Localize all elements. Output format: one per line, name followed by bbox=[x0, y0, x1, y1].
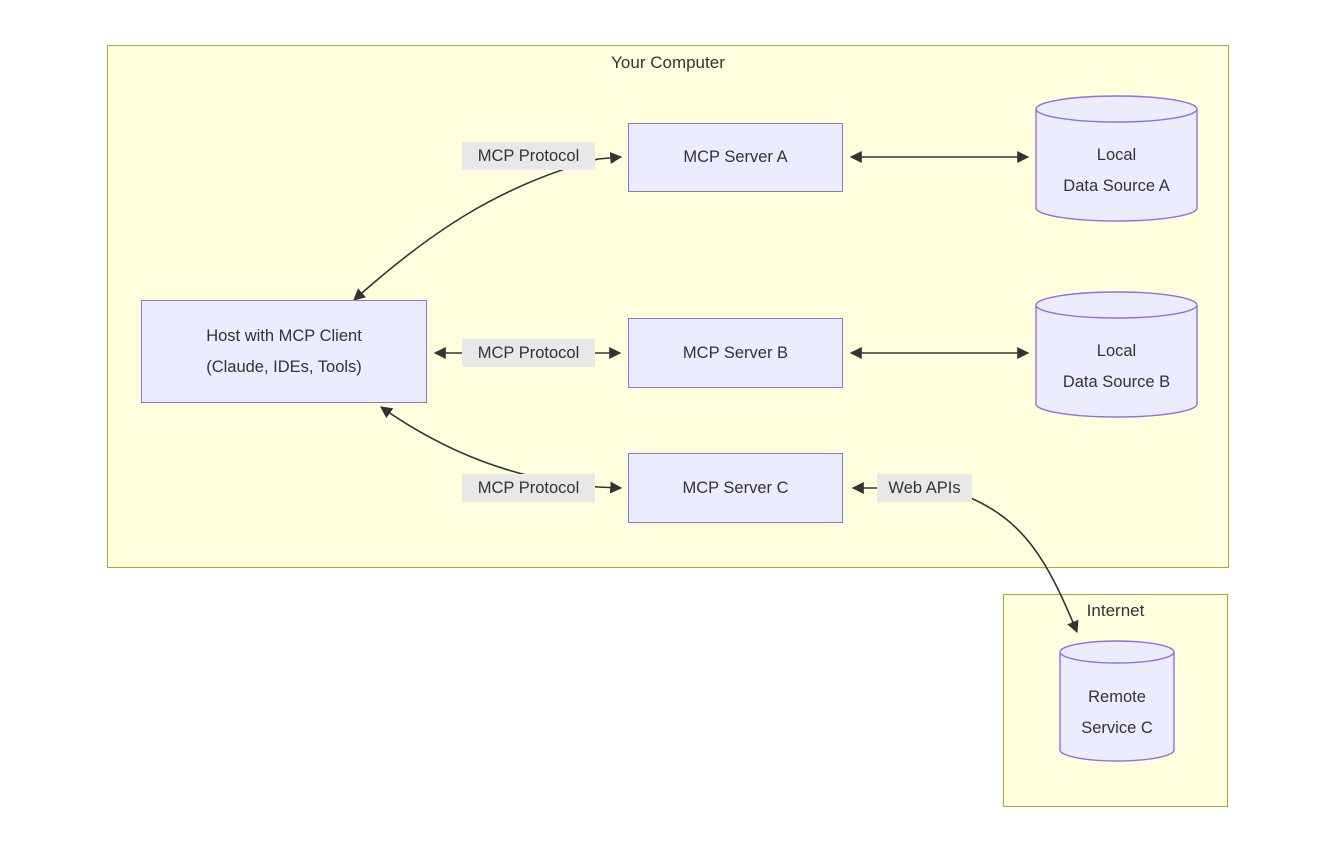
local-data-source-b-node: Local Data Source B bbox=[1035, 291, 1198, 418]
mcp-server-b-node: MCP Server B bbox=[628, 318, 843, 388]
remote-service-c-label-line2: Service C bbox=[1081, 719, 1153, 737]
local-data-source-a-label-line1: Local bbox=[1096, 146, 1137, 164]
remote-service-c-node: Remote Service C bbox=[1059, 640, 1175, 762]
local-data-source-a-node: Local Data Source A bbox=[1035, 95, 1198, 222]
edge-label-mcp-protocol-c: MCP Protocol bbox=[462, 474, 595, 502]
local-data-source-a-label-line2: Data Source A bbox=[1063, 177, 1170, 195]
mcp-server-a-label: MCP Server A bbox=[683, 148, 788, 166]
remote-service-c-label-line1: Remote bbox=[1088, 688, 1146, 706]
edge-label-mcp-protocol-b: MCP Protocol bbox=[462, 339, 595, 367]
host-node-label-line1: Host with MCP Client bbox=[206, 326, 362, 345]
mcp-server-a-node: MCP Server A bbox=[628, 123, 843, 192]
local-data-source-b-label-line1: Local bbox=[1096, 342, 1137, 360]
mcp-server-c-label: MCP Server C bbox=[682, 478, 789, 497]
host-node-label-line2: (Claude, IDEs, Tools) bbox=[206, 357, 362, 376]
database-cylinder-icon bbox=[1059, 640, 1175, 762]
edge-label-web-apis: Web APIs bbox=[877, 474, 972, 502]
local-data-source-b-label-line2: Data Source B bbox=[1062, 373, 1171, 391]
host-node: Host with MCP Client (Claude, IDEs, Tool… bbox=[141, 300, 427, 403]
database-cylinder-icon bbox=[1035, 291, 1198, 418]
edge-label-mcp-protocol-a: MCP Protocol bbox=[462, 142, 595, 170]
mcp-server-b-label: MCP Server B bbox=[682, 343, 789, 362]
internet-cluster-title: Internet bbox=[1086, 601, 1145, 620]
mcp-server-c-node: MCP Server C bbox=[628, 453, 843, 523]
database-cylinder-icon bbox=[1035, 95, 1198, 222]
your-computer-cluster-title: Your Computer bbox=[611, 53, 725, 72]
